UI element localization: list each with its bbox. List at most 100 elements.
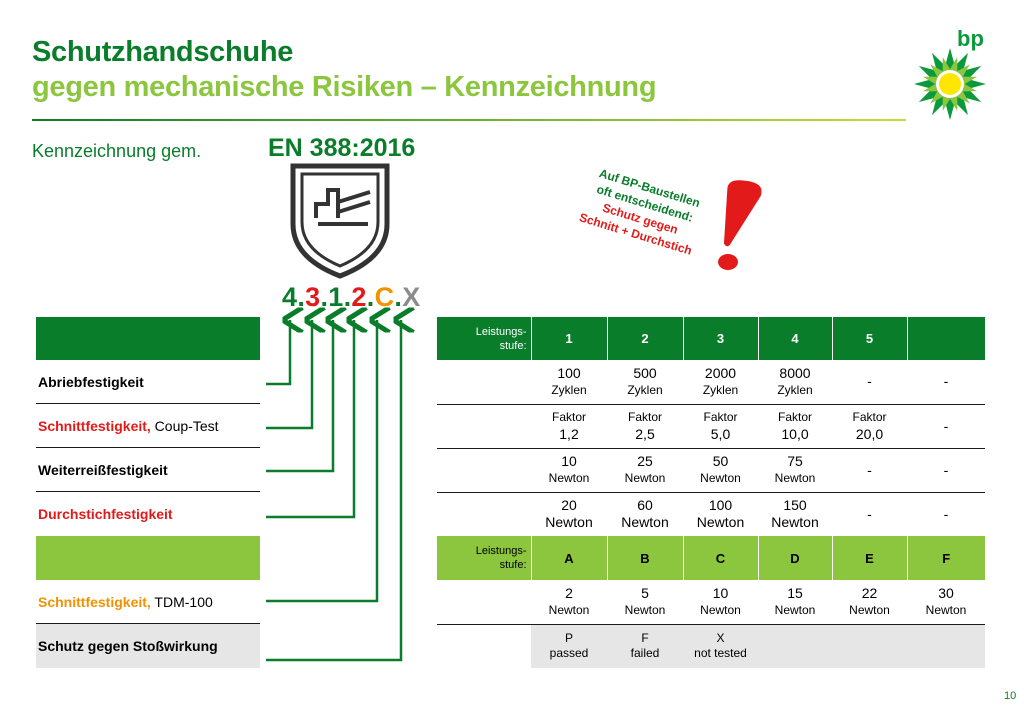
value-cell: -	[832, 360, 907, 405]
code-abrasion: 4	[282, 282, 298, 312]
code-separator: .	[297, 282, 306, 312]
level-cell: 1	[530, 317, 607, 360]
arrow-cut-coup	[266, 320, 312, 430]
property-row-impact: Schutz gegen Stoßwirkung	[36, 624, 260, 668]
property-label: Weiterreißfestigkeit	[38, 461, 168, 478]
level-label: Leistungs-stufe:	[437, 536, 531, 580]
level-cell: D	[757, 536, 832, 580]
code-separator: .	[343, 282, 352, 312]
code-puncture: 2	[351, 282, 367, 312]
property-label-suffix: Coup-Test	[150, 417, 219, 434]
property-label-suffix: TDM-100	[150, 593, 213, 610]
value-cell: -	[907, 404, 985, 449]
value-cell: -	[907, 360, 985, 405]
property-row-cut-coup: Schnittfestigkeit, Coup-Test	[36, 404, 260, 448]
property-label: Abriebfestigkeit	[38, 373, 144, 390]
property-row-cut-tdm: Schnittfestigkeit, TDM-100	[36, 580, 260, 624]
property-label: Schutz gegen Stoßwirkung	[38, 638, 218, 654]
value-cell: -	[832, 448, 907, 493]
code-impact: X	[402, 282, 421, 312]
level-cell: C	[682, 536, 758, 580]
slide-title-line2: gegen mechanische Risiken – Kennzeichnun…	[32, 71, 657, 103]
bp-helios-logo-icon	[914, 48, 986, 120]
page-number: 10	[1004, 690, 1017, 702]
property-row-puncture: Durchstichfestigkeit	[36, 492, 260, 536]
exclamation-icon	[718, 180, 762, 270]
level-cell: 2	[606, 317, 683, 360]
slide-title-line1: Schutzhandschuhe	[32, 36, 294, 68]
level-cell: F	[906, 536, 985, 580]
arrow-impact	[266, 320, 401, 662]
arrow-abrasion	[266, 320, 290, 386]
property-row-abrasion: Abriebfestigkeit	[36, 360, 260, 404]
level-cell: B	[606, 536, 683, 580]
standard-name: EN 388:2016	[268, 134, 416, 162]
value-cell: -	[943, 505, 949, 522]
arrow-puncture	[266, 320, 354, 519]
level-cell: A	[530, 536, 607, 580]
code-cut-coup: 3	[305, 282, 321, 312]
value-cell: -	[907, 448, 985, 493]
level-cell: E	[831, 536, 907, 580]
marking-label: Kennzeichnung gem.	[32, 141, 202, 161]
level-label: Leistungs-stufe:	[437, 317, 531, 360]
mechanical-risk-pictogram-icon	[290, 163, 390, 279]
value-cell: -	[867, 505, 872, 522]
code-tear: 1	[328, 282, 344, 312]
property-table: Abriebfestigkeit Schnittfestigkeit, Coup…	[36, 317, 260, 668]
property-header-letters	[36, 536, 260, 580]
level-cell: 3	[682, 317, 758, 360]
code-separator: .	[366, 282, 375, 312]
level-cell	[906, 317, 985, 360]
property-row-tear: Weiterreißfestigkeit	[36, 448, 260, 492]
property-label: Schnittfestigkeit,	[38, 593, 151, 610]
code-separator: .	[320, 282, 329, 312]
levels-header-numeric: Leistungs-stufe: 1 2 3 4 5	[437, 317, 985, 360]
bp-site-note: Auf BP-Baustellen oft entscheidend: Schu…	[566, 160, 719, 262]
bp-logo-text: bp	[957, 26, 984, 51]
level-cell: 5	[831, 317, 907, 360]
property-header	[36, 317, 260, 360]
performance-code: 4.3.1.2.C.X	[282, 282, 421, 313]
code-cut-tdm: C	[374, 282, 395, 312]
title-divider	[32, 119, 906, 121]
level-cell: 4	[757, 317, 832, 360]
property-label: Durchstichfestigkeit	[38, 506, 173, 522]
property-label: Schnittfestigkeit,	[38, 417, 151, 434]
arrow-tear	[266, 320, 333, 473]
code-separator: .	[394, 282, 403, 312]
